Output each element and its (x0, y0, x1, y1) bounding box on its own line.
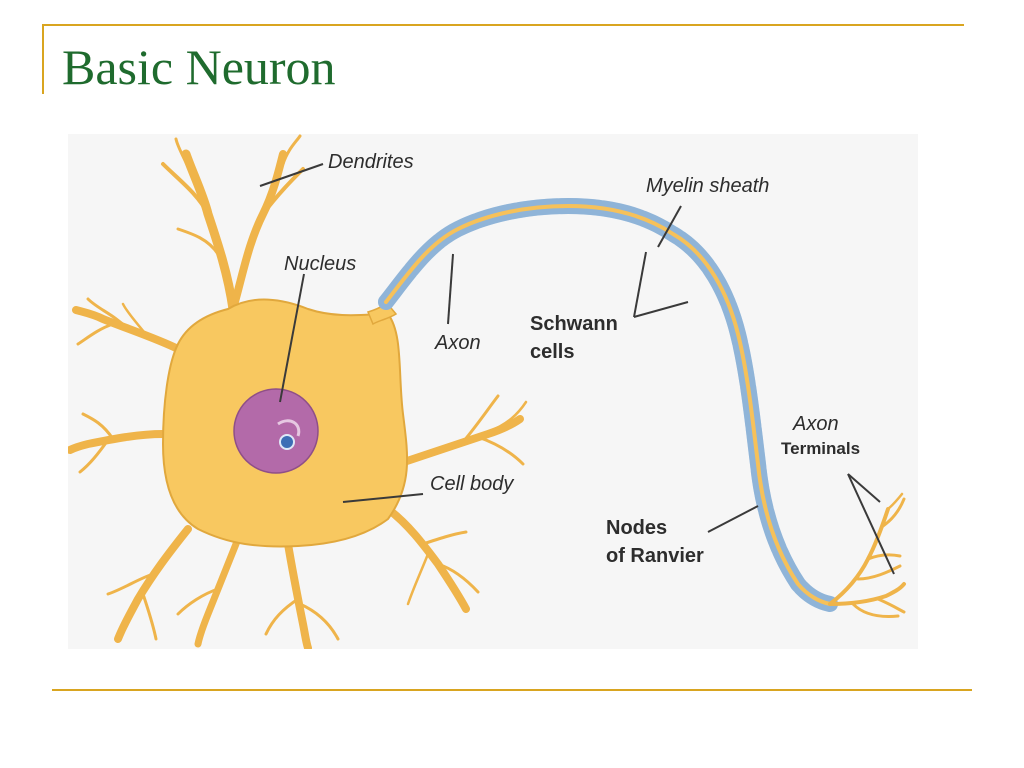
label-cell-body: Cell body (430, 473, 514, 495)
label-dendrites: Dendrites (328, 151, 414, 173)
label-axon-terminals-line2: Terminals (781, 439, 860, 458)
axon-myelin-group (378, 197, 838, 612)
axon-core (384, 203, 832, 606)
label-nodes-line2: of Ranvier (606, 545, 704, 567)
label-nodes-line1: Nodes (606, 517, 667, 539)
nucleus-highlight (277, 419, 301, 437)
neuron-diagram: Dendrites Nucleus Axon Myelin sheath Sch… (68, 134, 918, 649)
axon-terminals-shape (828, 492, 906, 618)
slide-title: Basic Neuron (62, 39, 336, 95)
frame-bottom-rule (52, 689, 972, 691)
frame-left-rule (42, 24, 44, 94)
leader-lines (259, 163, 895, 575)
frame-top-rule (42, 24, 964, 26)
label-axon: Axon (434, 332, 481, 354)
label-axon-terminals-line1: Axon (792, 413, 839, 435)
label-myelin-sheath: Myelin sheath (646, 175, 769, 197)
dendrites-group (68, 134, 528, 649)
label-schwann-line2: cells (530, 341, 574, 363)
label-schwann-line1: Schwann (530, 313, 618, 335)
nucleolus-shape (279, 434, 295, 450)
label-nucleus: Nucleus (284, 253, 356, 275)
neuron-illustration: Dendrites Nucleus Axon Myelin sheath Sch… (68, 134, 918, 649)
nucleus-shape (233, 388, 319, 474)
